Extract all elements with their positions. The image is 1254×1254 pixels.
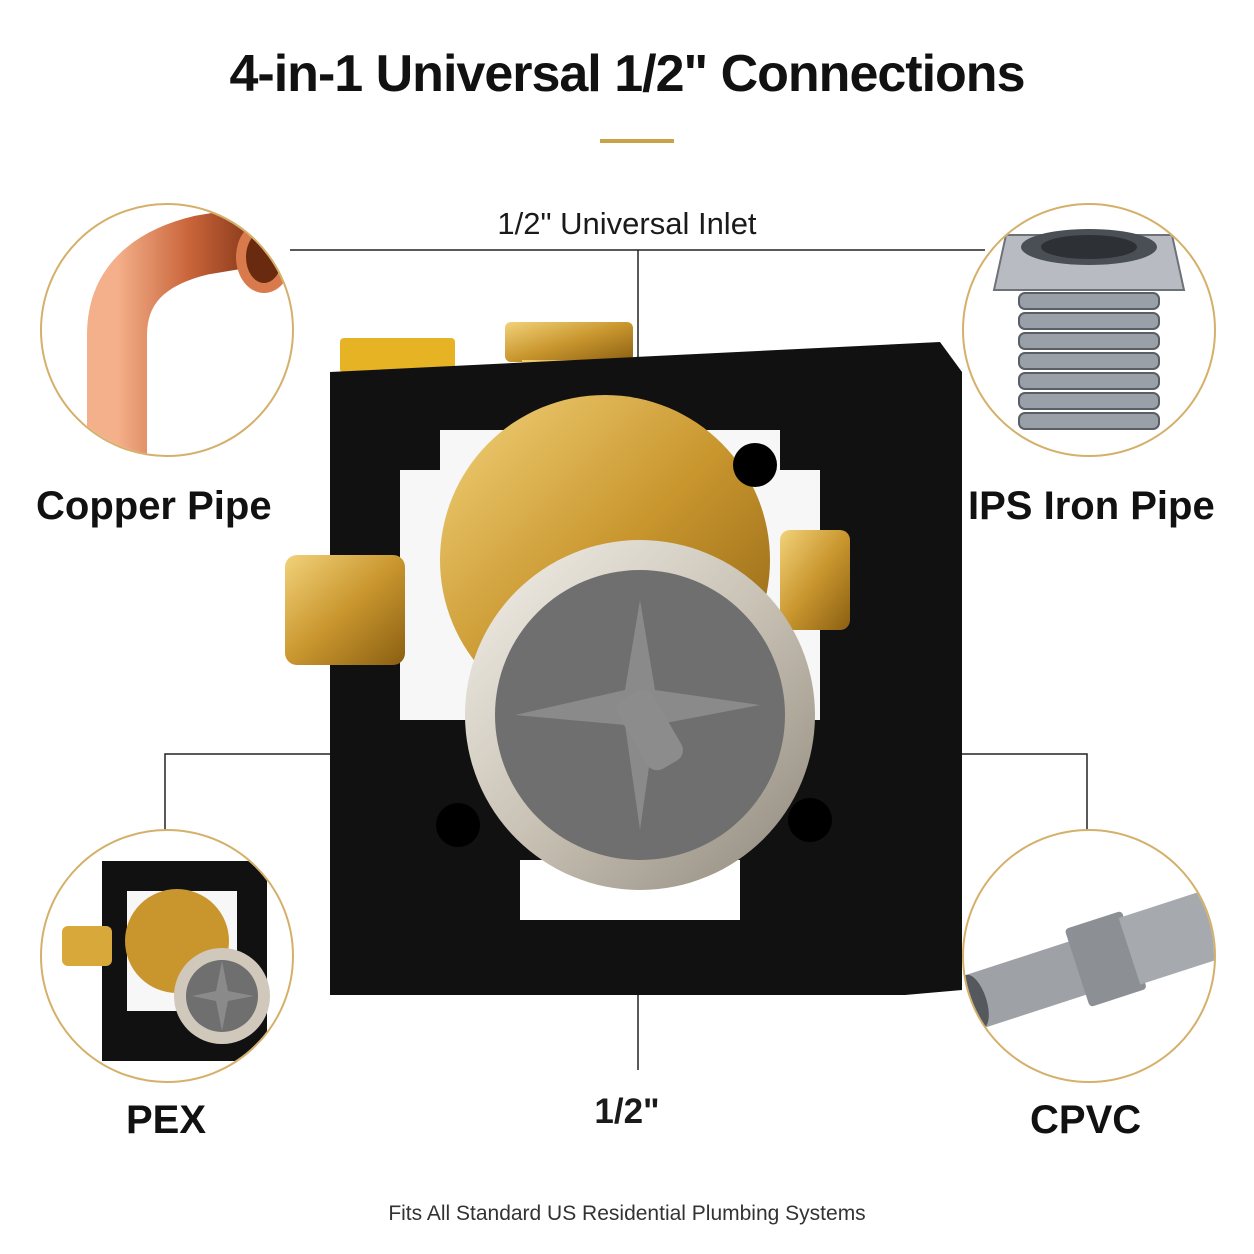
pex-label: PEX — [126, 1098, 207, 1142]
cpvc-pipe-icon — [964, 887, 1214, 1029]
inlet-label: 1/2" Universal Inlet — [497, 206, 757, 241]
copper-pipe-label: Copper Pipe — [36, 484, 272, 528]
page-title: 4-in-1 Universal 1/2" Connections — [229, 45, 1026, 103]
ips-pipe-circle — [962, 203, 1216, 457]
pex-circle — [40, 829, 294, 1083]
footer-text: Fits All Standard US Residential Plumbin… — [388, 1202, 866, 1225]
copper-pipe-circle — [40, 203, 294, 457]
title-accent-bar — [600, 139, 674, 143]
valve-box-icon — [62, 861, 270, 1061]
bottom-size-label: 1/2" — [594, 1092, 660, 1131]
cpvc-circle — [962, 829, 1216, 1083]
cpvc-label: CPVC — [1030, 1098, 1142, 1142]
ips-pipe-label: IPS Iron Pipe — [968, 484, 1215, 528]
copper-elbow-icon — [87, 205, 292, 455]
threaded-fitting-icon — [992, 229, 1186, 430]
